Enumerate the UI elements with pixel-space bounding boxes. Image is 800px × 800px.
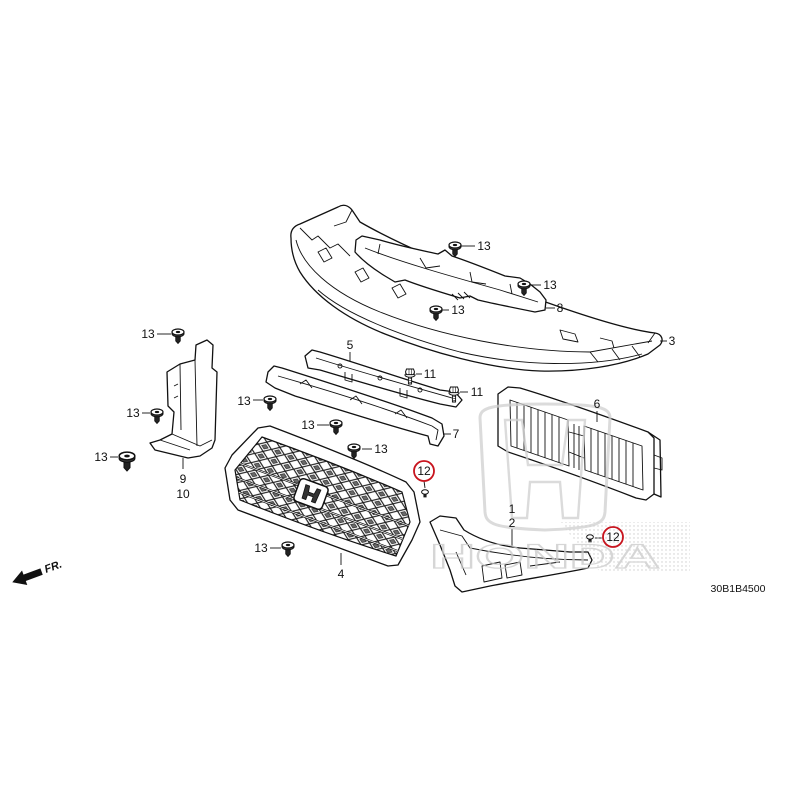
grille-emblem bbox=[293, 477, 329, 511]
callout-label: 13 bbox=[237, 394, 251, 408]
callout-label: 3 bbox=[669, 334, 676, 348]
beam-part-5 bbox=[304, 349, 463, 408]
front-direction-label: FR. bbox=[43, 558, 64, 575]
leader-lines bbox=[110, 245, 667, 565]
push-clip-13 bbox=[150, 408, 164, 425]
callout-label: 13 bbox=[543, 278, 557, 292]
callout-label: 1 bbox=[509, 502, 516, 516]
callout-label: 9 bbox=[180, 472, 187, 486]
beam-part-7 bbox=[265, 365, 445, 447]
push-clip-13 bbox=[347, 443, 361, 460]
inner-bracket-part-8 bbox=[354, 235, 547, 313]
callout-label: 13 bbox=[374, 442, 388, 456]
callout-labels: 13 13 13 9 10 13 13 13 5 7 11 11 12 13 1… bbox=[94, 239, 675, 581]
callout-label-highlighted: 12 bbox=[417, 464, 431, 478]
callout-label: 5 bbox=[347, 338, 354, 352]
callout-label: 8 bbox=[557, 301, 564, 315]
shutter-frame-part-6 bbox=[497, 386, 663, 501]
push-clip-13 bbox=[263, 395, 277, 412]
arrow-left-icon bbox=[12, 568, 43, 585]
callout-label: 7 bbox=[453, 427, 460, 441]
honda-watermark: HONDA bbox=[429, 402, 690, 577]
grille-bars bbox=[235, 460, 410, 555]
push-clip-13 bbox=[118, 451, 136, 472]
callout-label: 13 bbox=[477, 239, 491, 253]
callout-label: 10 bbox=[176, 487, 190, 501]
push-clip-13 bbox=[329, 419, 343, 436]
halftone-dots bbox=[560, 522, 690, 572]
watermark-text: HONDA bbox=[430, 538, 660, 576]
side-bracket-part-9-10 bbox=[149, 339, 218, 459]
front-grille-part-4 bbox=[224, 425, 421, 567]
callout-label: 13 bbox=[126, 406, 140, 420]
diagram-code: 30B1B4500 bbox=[711, 583, 766, 595]
callout-label-highlighted: 12 bbox=[606, 530, 620, 544]
louver-slats-right bbox=[590, 428, 634, 487]
callout-label: 2 bbox=[509, 516, 516, 530]
callout-label: 11 bbox=[471, 385, 484, 399]
callout-label: 11 bbox=[424, 367, 437, 381]
honda-logo-icon bbox=[478, 402, 612, 532]
clip-12 bbox=[421, 489, 429, 498]
highlight-circle bbox=[602, 526, 624, 548]
push-clip-13 bbox=[281, 541, 295, 558]
push-clip-13 bbox=[171, 328, 185, 345]
callout-label: 13 bbox=[141, 327, 155, 341]
callout-label: 13 bbox=[451, 303, 465, 317]
front-direction-indicator: FR. bbox=[12, 558, 64, 585]
lower-bracket-part-1-2 bbox=[429, 515, 593, 593]
callout-label: 4 bbox=[338, 567, 345, 581]
callout-label: 13 bbox=[94, 450, 108, 464]
callout-label: 6 bbox=[594, 397, 601, 411]
highlight-circle bbox=[413, 460, 435, 482]
callout-label: 13 bbox=[301, 418, 315, 432]
callout-label: 13 bbox=[254, 541, 268, 555]
